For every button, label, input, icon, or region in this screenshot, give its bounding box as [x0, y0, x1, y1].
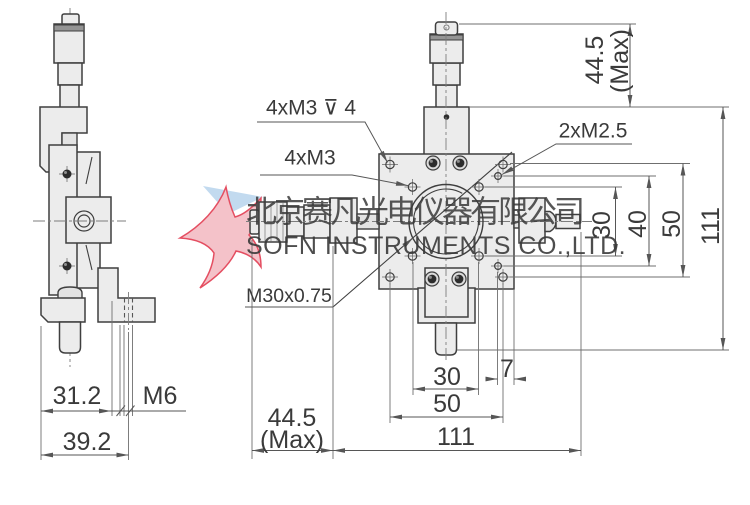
side-flexure-line-top	[85, 156, 93, 185]
watermark-company-cn: 北京赛凡光电仪器有限公司	[246, 195, 582, 230]
dim-44-5-bottom: 44.5	[268, 404, 317, 432]
front-top-micrometer-cap-hole	[443, 24, 450, 31]
side-view	[33, 8, 156, 367]
front-aperture-circle	[408, 183, 484, 260]
front-left-micrometer-knurling	[264, 203, 284, 241]
dim-30-right: 30	[588, 211, 616, 239]
label-4xm3: 4xM3	[284, 147, 335, 170]
side-center-block	[65, 196, 112, 244]
dim-39-2: 39.2	[63, 428, 112, 456]
side-foot-bracket	[97, 267, 156, 323]
side-micrometer-band	[53, 24, 85, 32]
label-m30x075: M30x0.75	[246, 285, 332, 307]
front-view	[246, 12, 592, 362]
label-2xm25: 2xM2.5	[559, 120, 628, 143]
dimension-lines	[41, 24, 726, 458]
dim-111-right: 111	[697, 207, 725, 245]
dim-50-right: 50	[658, 210, 686, 238]
dimension-annotations: 4xM3 ⊽ 4 4xM3 2xM2.5 M30x0.75 M6 31.2 39…	[40, 23, 729, 460]
front-top-micrometer-stem	[435, 84, 458, 109]
front-aperture-thread-arc	[413, 188, 480, 255]
front-right-block	[518, 197, 546, 244]
dim-111-bottom: 111	[437, 423, 475, 451]
extension-lines	[40, 23, 729, 460]
front-top-micrometer-cap	[434, 21, 459, 36]
dim-hash-2	[125, 405, 135, 417]
side-micrometer-stem	[59, 84, 80, 109]
front-thread-leader-arrow	[402, 237, 414, 248]
dim-40-right: 40	[624, 210, 652, 238]
side-dome-stud	[57, 286, 83, 301]
side-flexure-line-bottom	[85, 244, 93, 271]
leader-4xm3	[260, 174, 409, 187]
front-top-bracket-setscrew	[443, 114, 450, 120]
dim-hash-1	[116, 405, 126, 417]
front-holes-2xm25	[491, 169, 505, 273]
dim-44-5-top-max: (Max)	[606, 29, 634, 93]
dim-50-bottom: 50	[433, 390, 461, 418]
front-top-micrometer-barrel	[432, 62, 461, 86]
watermark-company-en: SOFN INSTRUMENTS CO.,LTD.	[246, 232, 626, 260]
label-m6: M6	[143, 382, 178, 410]
side-center-hole-outer	[73, 210, 95, 232]
leader-lines	[245, 121, 632, 308]
label-4xm3-depth: 4xM3 ⊽ 4	[266, 97, 356, 120]
logo-blue-triangle	[203, 186, 263, 214]
watermark-logo	[177, 184, 263, 289]
dim-31-2: 31.2	[53, 382, 102, 410]
dim-44-5-top: 44.5	[581, 36, 609, 85]
dim-44-5-bottom-max: (Max)	[260, 426, 324, 454]
side-socket-screw-top	[59, 166, 75, 182]
side-l-bracket	[40, 297, 86, 323]
side-micrometer-barrel	[57, 62, 83, 86]
side-mount-stud	[58, 321, 82, 354]
dim-30-bottom: 30	[433, 363, 461, 391]
watermark: 北京赛凡光电仪器有限公司 SOFN INSTRUMENTS CO.,LTD.	[246, 195, 626, 261]
leader-4xm3-depth	[257, 121, 388, 163]
logo-red-swoosh	[177, 184, 262, 289]
side-socket-screw-bottom	[59, 258, 75, 274]
leader-2xm25	[501, 143, 632, 175]
front-thread-diagonal	[332, 151, 513, 308]
front-socket-screws	[424, 155, 468, 287]
dim-7: 7	[500, 355, 514, 383]
front-inner-holes-4xm3	[404, 179, 487, 264]
